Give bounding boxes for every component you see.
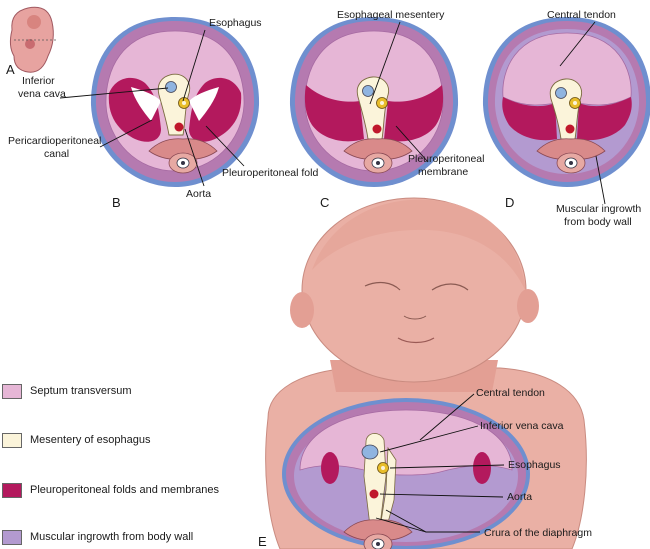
label-muscular-line1: Muscular ingrowth	[556, 203, 641, 215]
panel-label-b: B	[112, 195, 121, 210]
label-aorta-b: Aorta	[186, 188, 211, 200]
label-esophagus-e: Esophagus	[508, 459, 561, 471]
label-ivc-b-line2: vena cava	[18, 88, 66, 100]
label-ivc-b-line1: Inferior	[22, 75, 55, 87]
label-muscular-line2: from body wall	[564, 216, 632, 228]
legend-label-muscular: Muscular ingrowth from body wall	[30, 531, 193, 543]
legend-label-septum: Septum transversum	[30, 385, 131, 397]
embryo-thumbnail	[10, 7, 58, 72]
panel-label-e: E	[258, 534, 267, 549]
label-pc-canal-line1: Pericardioperitoneal	[8, 135, 101, 147]
label-pp-membrane-line2: membrane	[418, 166, 468, 178]
legend-label-mesentery: Mesentery of esophagus	[30, 434, 150, 446]
panel-label-a: A	[6, 62, 15, 77]
section-b	[91, 17, 259, 187]
panel-label-d: D	[505, 195, 514, 210]
legend-swatch-mesentery	[2, 433, 22, 448]
legend-swatch-septum	[2, 384, 22, 399]
label-pp-membrane-line1: Pleuroperitoneal	[408, 153, 484, 165]
legend-swatch-muscular	[2, 530, 22, 545]
section-d	[483, 17, 650, 187]
label-central-tendon-e: Central tendon	[476, 387, 545, 399]
label-central-tendon-d: Central tendon	[547, 9, 616, 21]
label-aorta-e: Aorta	[507, 491, 532, 503]
panel-label-c: C	[320, 195, 329, 210]
label-esophagus-b: Esophagus	[209, 17, 262, 29]
label-pp-fold: Pleuroperitoneal fold	[222, 167, 318, 179]
label-eso-mesentery: Esophageal mesentery	[337, 9, 445, 21]
label-ivc-e: Inferior vena cava	[480, 420, 564, 432]
legend-swatch-folds	[2, 483, 22, 498]
label-pc-canal-line2: canal	[44, 148, 69, 160]
label-crura: Crura of the diaphragm	[484, 527, 592, 539]
legend-label-folds: Pleuroperitoneal folds and membranes	[30, 484, 219, 496]
